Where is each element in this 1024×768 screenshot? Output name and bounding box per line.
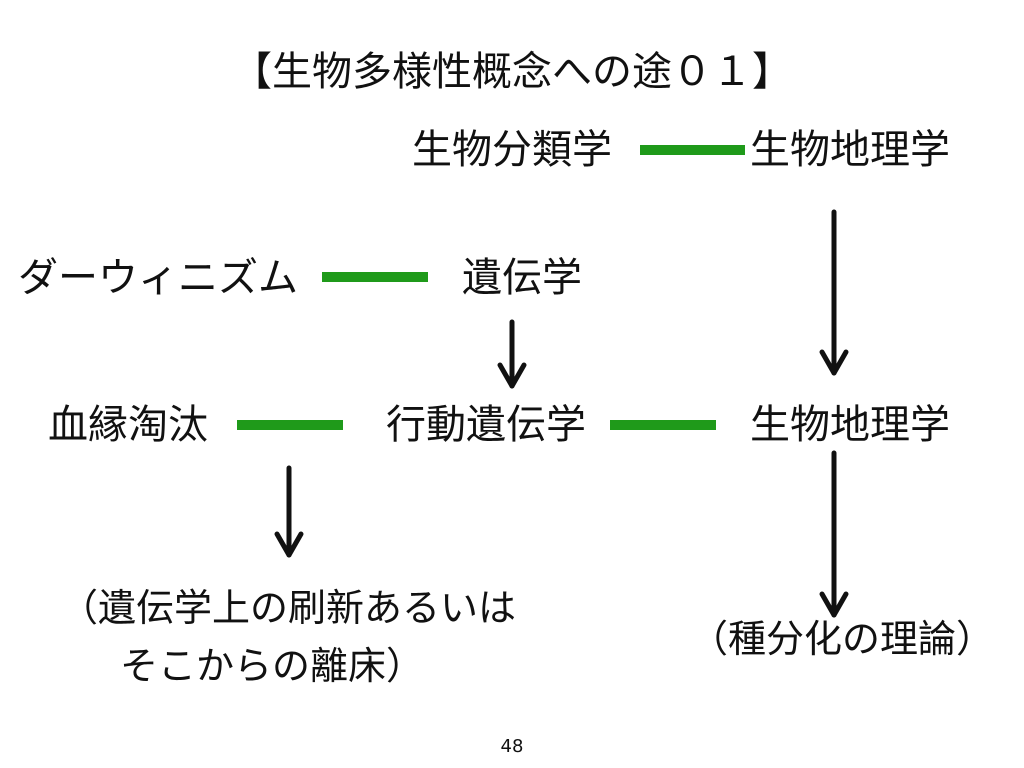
node-genetics: 遺伝学 bbox=[462, 255, 582, 301]
note-right: （種分化の理論） bbox=[690, 617, 995, 661]
node-biogeography-top: 生物地理学 bbox=[750, 127, 950, 173]
note-left-line2: そこからの離床） bbox=[120, 644, 425, 688]
node-darwinism: ダーウィニズム bbox=[18, 255, 298, 301]
node-behavioral-genetics: 行動遺伝学 bbox=[386, 402, 586, 448]
arrow-kinselection-down-head bbox=[274, 531, 304, 558]
note-left-line1: （遺伝学上の刷新あるいは bbox=[60, 586, 517, 630]
arrow-speciation-down-head bbox=[819, 591, 849, 618]
arrow-biogeography-down-head bbox=[819, 349, 849, 376]
page-number: 48 bbox=[500, 736, 524, 757]
node-taxonomy: 生物分類学 bbox=[412, 127, 612, 173]
slide-title: 【生物多様性概念への途０１】 bbox=[232, 49, 792, 95]
node-biogeography-mid: 生物地理学 bbox=[750, 402, 950, 448]
arrow-genetics-down-head bbox=[497, 362, 527, 389]
node-kin-selection: 血縁淘汰 bbox=[48, 402, 208, 448]
